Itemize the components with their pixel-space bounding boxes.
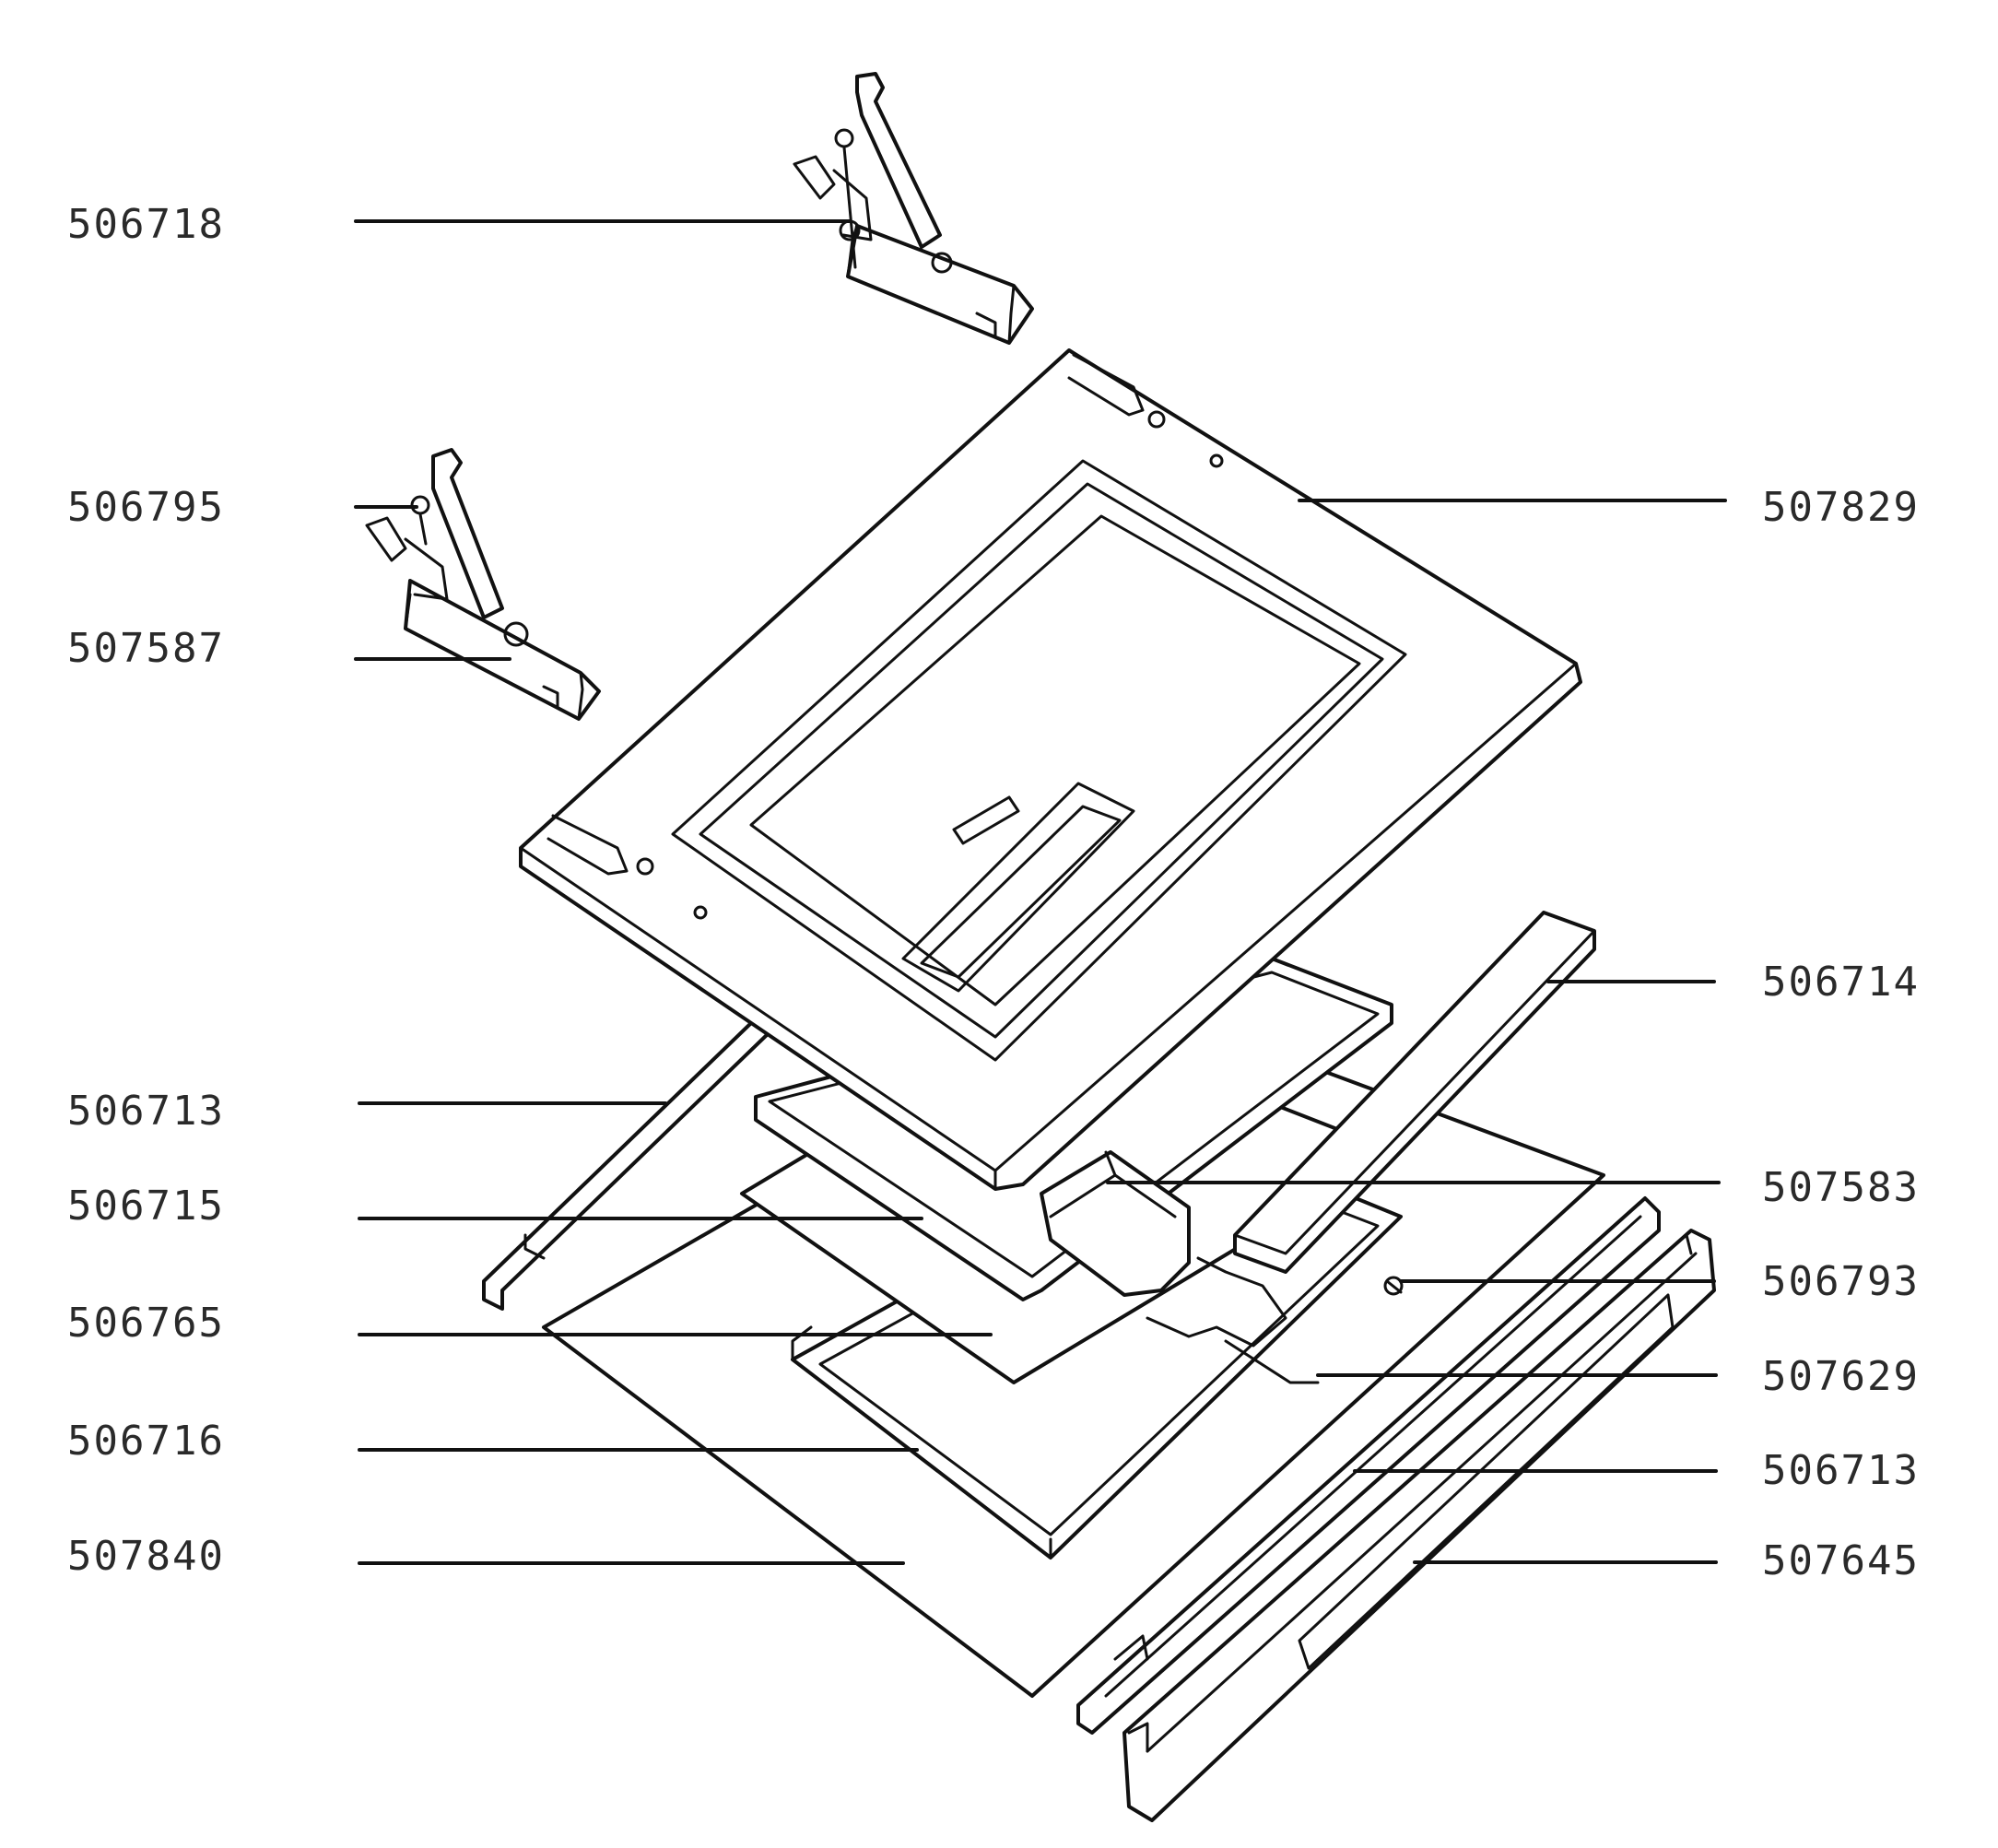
part-label-506713-right: 506713: [1762, 1447, 1920, 1494]
door-panel: [519, 348, 1582, 1191]
part-label-506716: 506716: [67, 1418, 225, 1465]
door-handle: [1122, 1229, 1716, 1822]
part-label-506765: 506765: [67, 1300, 225, 1347]
part-label-507587: 507587: [67, 625, 225, 672]
screw: [1383, 1276, 1404, 1296]
part-label-507829: 507829: [1762, 484, 1920, 531]
part-label-506718: 506718: [67, 201, 225, 248]
wire-assembly: [1146, 1256, 1320, 1384]
part-label-506714: 506714: [1762, 959, 1920, 1006]
right-rail: [1076, 1196, 1661, 1735]
part-label-507645: 507645: [1762, 1537, 1920, 1584]
part-label-506713-left: 506713: [67, 1088, 225, 1135]
part-label-506795: 506795: [67, 484, 225, 531]
leader-lines: [354, 219, 1727, 1565]
handle-bracket: [1040, 1150, 1191, 1297]
part-label-506793: 506793: [1762, 1258, 1920, 1305]
part-label-507629: 507629: [1762, 1353, 1920, 1400]
part-label-507840: 507840: [67, 1533, 225, 1580]
hinge-upper: [793, 72, 1034, 345]
part-label-506715: 506715: [67, 1183, 225, 1230]
hinge-lower: [365, 448, 601, 721]
part-label-507583: 507583: [1762, 1164, 1920, 1211]
